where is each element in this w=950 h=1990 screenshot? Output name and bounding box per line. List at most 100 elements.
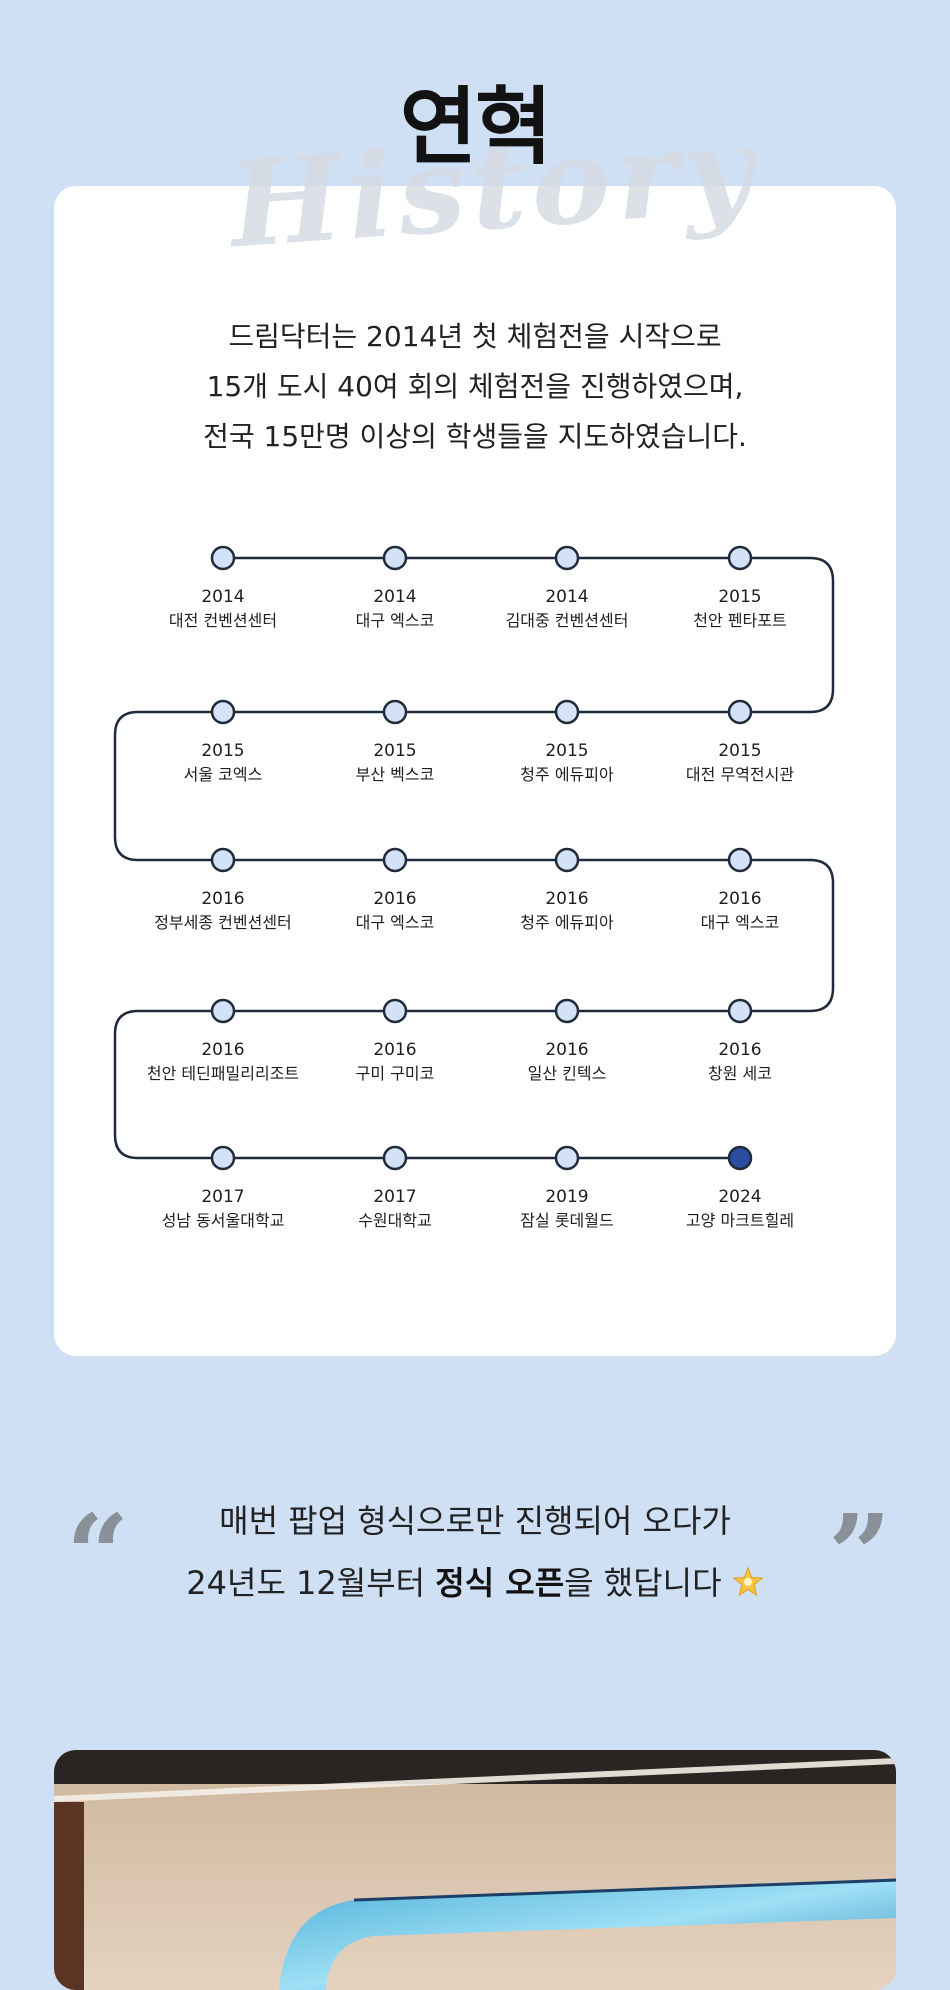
timeline-year: 2017 — [373, 1187, 417, 1207]
timeline-node — [382, 998, 408, 1024]
timeline-item: 2015 서울 코엑스 — [128, 740, 318, 788]
timeline-node — [727, 545, 753, 571]
timeline-node — [554, 699, 580, 725]
timeline-place: 서울 코엑스 — [183, 765, 263, 784]
timeline-item: 2019 잠실 롯데월드 — [472, 1186, 662, 1234]
timeline-year: 2014 — [373, 587, 417, 607]
timeline-year: 2016 — [545, 1040, 589, 1060]
page-title: 연혁 — [399, 78, 553, 176]
timeline-place: 구미 구미코 — [355, 1064, 435, 1083]
timeline-item: 2015 부산 벡스코 — [300, 740, 490, 788]
timeline-node — [210, 998, 236, 1024]
timeline-year: 2019 — [545, 1187, 589, 1207]
quote-text: 매번 팝업 형식으로만 진행되어 오다가 24년도 12월부터 정식 오픈을 했… — [0, 1490, 950, 1614]
quote-line-2-prefix: 24년도 12월부터 — [186, 1564, 436, 1602]
timeline-year: 2017 — [201, 1187, 245, 1207]
timeline-place: 부산 벡스코 — [355, 765, 435, 784]
timeline-place: 천안 테딘패밀리리조트 — [146, 1064, 300, 1083]
intro-line: 드림닥터는 2014년 첫 체험전을 시작으로 — [228, 320, 722, 353]
timeline-item: 2016 천안 테딘패밀리리조트 — [128, 1039, 318, 1087]
timeline-node — [554, 1145, 580, 1171]
timeline-node — [210, 545, 236, 571]
timeline-place: 수원대학교 — [358, 1211, 432, 1230]
timeline-item: 2016 정부세종 컨벤션센터 — [128, 888, 318, 936]
timeline-place: 대전 컨벤션센터 — [168, 611, 278, 630]
store-photo — [54, 1750, 896, 1990]
quote-line-1: 매번 팝업 형식으로만 진행되어 오다가 — [219, 1502, 731, 1540]
timeline-item: 2017 수원대학교 — [300, 1186, 490, 1234]
timeline-year: 2015 — [373, 741, 417, 761]
timeline-node-current — [727, 1145, 753, 1171]
timeline-place: 잠실 롯데월드 — [520, 1211, 614, 1230]
timeline-place: 대전 무역전시관 — [685, 765, 795, 784]
history-title-section: 연혁 History — [0, 60, 950, 274]
timeline-year: 2016 — [201, 1040, 245, 1060]
timeline-place: 청주 에듀피아 — [520, 913, 614, 932]
timeline-item: 2016 구미 구미코 — [300, 1039, 490, 1087]
timeline-item: 2016 청주 에듀피아 — [472, 888, 662, 936]
open-quote-icon: “ — [66, 1490, 130, 1619]
timeline-item: 2016 대구 엑스코 — [300, 888, 490, 936]
timeline-year: 2015 — [201, 741, 245, 761]
timeline-place: 일산 킨텍스 — [527, 1064, 607, 1083]
timeline-year: 2015 — [545, 741, 589, 761]
timeline-node — [727, 699, 753, 725]
quote-section: “ ” 매번 팝업 형식으로만 진행되어 오다가 24년도 12월부터 정식 오… — [0, 1490, 950, 1630]
timeline-node — [554, 998, 580, 1024]
timeline-node — [727, 998, 753, 1024]
timeline-year: 2016 — [545, 889, 589, 909]
timeline-item: 2024 고양 마크트힐레 — [645, 1186, 835, 1234]
timeline-item: 2014 김대중 컨벤션센터 — [472, 586, 662, 634]
timeline-place: 대구 엑스코 — [355, 611, 435, 630]
timeline-year: 2016 — [718, 1040, 762, 1060]
quote-highlight: 정식 오픈 — [435, 1564, 565, 1602]
timeline-item: 2014 대전 컨벤션센터 — [128, 586, 318, 634]
timeline-node — [382, 1145, 408, 1171]
timeline-node — [382, 847, 408, 873]
timeline-item: 2017 성남 동서울대학교 — [128, 1186, 318, 1234]
timeline-item: 2014 대구 엑스코 — [300, 586, 490, 634]
timeline-year: 2016 — [373, 889, 417, 909]
timeline-node — [210, 847, 236, 873]
timeline-item: 2015 청주 에듀피아 — [472, 740, 662, 788]
timeline-place: 정부세종 컨벤션센터 — [154, 913, 292, 932]
intro-line: 15개 도시 40여 회의 체험전을 진행하였으며, — [206, 370, 744, 403]
timeline-item: 2016 대구 엑스코 — [645, 888, 835, 936]
timeline-node — [210, 699, 236, 725]
quote-line-2: 24년도 12월부터 정식 오픈을 했답니다 — [0, 1552, 950, 1614]
timeline-year: 2014 — [201, 587, 245, 607]
store-photo-illustration — [54, 1750, 896, 1990]
timeline-node — [554, 847, 580, 873]
timeline-item: 2015 천안 펜타포트 — [645, 586, 835, 634]
timeline-year: 2016 — [373, 1040, 417, 1060]
timeline-item: 2016 창원 세코 — [645, 1039, 835, 1087]
timeline-node — [727, 847, 753, 873]
timeline-year: 2016 — [201, 889, 245, 909]
timeline-year: 2024 — [718, 1187, 762, 1207]
close-quote-icon: ” — [828, 1490, 892, 1619]
timeline-year: 2016 — [718, 889, 762, 909]
timeline-place: 청주 에듀피아 — [520, 765, 614, 784]
timeline-line — [113, 556, 835, 1160]
timeline-node — [554, 545, 580, 571]
timeline-path — [113, 545, 835, 1171]
timeline-place: 천안 펜타포트 — [693, 611, 787, 630]
sparkle-star-icon — [732, 1566, 764, 1597]
timeline-place: 대구 엑스코 — [700, 913, 780, 932]
history-card: 드림닥터는 2014년 첫 체험전을 시작으로 15개 도시 40여 회의 체험… — [54, 186, 896, 1356]
quote-line-2-suffix: 을 했답니다 — [564, 1564, 722, 1602]
intro-text: 드림닥터는 2014년 첫 체험전을 시작으로 15개 도시 40여 회의 체험… — [54, 312, 896, 462]
timeline-node — [382, 699, 408, 725]
timeline-year: 2015 — [718, 741, 762, 761]
timeline-place: 대구 엑스코 — [355, 913, 435, 932]
timeline-year: 2015 — [718, 587, 762, 607]
intro-line: 전국 15만명 이상의 학생들을 지도하였습니다. — [203, 420, 747, 453]
timeline-item: 2015 대전 무역전시관 — [645, 740, 835, 788]
timeline-node — [210, 1145, 236, 1171]
timeline-node — [382, 545, 408, 571]
timeline-place: 고양 마크트힐레 — [685, 1211, 795, 1230]
timeline-place: 김대중 컨벤션센터 — [505, 611, 629, 630]
timeline-place: 성남 동서울대학교 — [161, 1211, 285, 1230]
timeline-place: 창원 세코 — [708, 1064, 772, 1083]
timeline-year: 2014 — [545, 587, 589, 607]
